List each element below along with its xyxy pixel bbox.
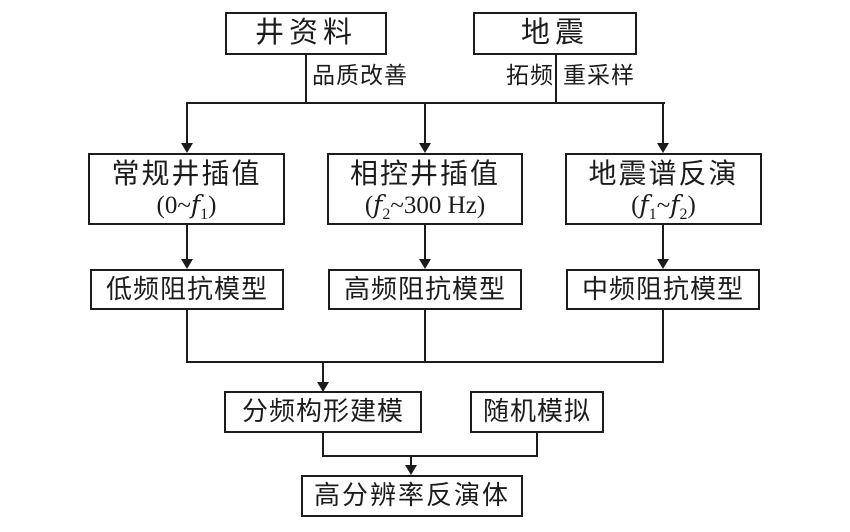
arrow-down-icon [657,143,669,153]
connector-conventional-to-low [186,225,188,259]
arrow-down-icon [317,382,329,392]
node-phased-range: (f2~300 Hz) [364,189,486,223]
node-well-data-label: 井资料 [254,16,357,49]
formula-subscript: 1 [200,205,209,223]
connector-low-model-down [186,310,188,363]
connector-freq-modeling-down [322,433,324,457]
formula-text: ( [631,191,640,219]
edge-label-freq-broadening: 拓频 [506,63,554,88]
node-phased-label: 相控井插值 [349,158,500,190]
formula-subscript: 2 [382,205,391,223]
node-stochastic-simulation: 随机模拟 [470,391,604,433]
connector-well-data-down [305,55,307,103]
node-freq-modeling-label: 分频构形建模 [241,397,404,427]
node-spectral-range: (f1~f2) [631,189,696,223]
formula-text: (0~ [156,191,191,219]
arrow-down-icon [181,143,193,153]
connector-to-freq-modeling [322,361,324,382]
formula-text: ~ [656,191,671,219]
node-stochastic-label: 随机模拟 [482,397,591,427]
node-high-freq-impedance-model: 高频阻抗模型 [328,269,522,310]
formula-f: f [670,189,680,219]
node-spectral-label: 地震谱反演 [588,158,739,190]
node-conventional-interpolation: 常规井插值 (0~f1) [88,153,285,225]
arrow-down-icon [181,259,193,269]
connector-high-model-down [424,310,426,363]
formula-text: ( [364,191,374,219]
node-conventional-label: 常规井插值 [111,158,262,190]
connector-to-spectral [662,102,664,143]
formula-f: f [190,189,201,219]
node-seismic-label: 地震 [520,16,589,49]
edge-label-resampling: 重采样 [563,63,635,88]
node-phased-interpolation: 相控井插值 (f2~300 Hz) [327,153,523,225]
formula-text: ) [687,191,696,219]
arrow-down-icon [657,259,669,269]
connector-to-phased [424,102,426,143]
connector-to-conventional [186,102,188,143]
formula-text: ) [208,191,217,219]
node-low-freq-impedance-model: 低频阻抗模型 [90,269,284,310]
formula-f: f [639,189,649,219]
node-low-model-label: 低频阻抗模型 [105,274,268,304]
arrow-down-icon [419,143,431,153]
connector-phased-to-high [424,225,426,259]
connector-spectral-to-mid [662,225,664,259]
connector-to-result [410,455,412,465]
node-conventional-range: (0~f1) [156,189,217,223]
formula-subscript: 1 [648,205,657,223]
formula-f: f [373,189,383,219]
node-mid-freq-impedance-model: 中频阻抗模型 [566,269,760,310]
connector-merge-line-models [186,361,664,363]
connector-stochastic-down [536,433,538,457]
node-seismic: 地震 [473,12,637,55]
edge-label-quality-improvement: 品质改善 [312,63,408,88]
formula-subscript: 2 [679,205,688,223]
node-freq-structural-modeling: 分频构形建模 [224,391,422,433]
connector-mid-model-down [662,310,664,363]
node-spectral-inversion: 地震谱反演 (f1~f2) [565,153,762,225]
node-high-model-label: 高频阻抗模型 [343,274,506,304]
arrow-down-icon [419,259,431,269]
connector-seismic-down [555,55,557,103]
arrow-down-icon [405,465,417,475]
formula-text: ~300 Hz) [390,191,486,219]
node-well-data: 井资料 [225,12,387,55]
node-mid-model-label: 中频阻抗模型 [581,274,744,304]
node-result-label: 高分辨率反演体 [313,481,510,511]
node-high-res-inversion-volume: 高分辨率反演体 [301,475,523,517]
connector-merge-line-final [322,455,538,457]
